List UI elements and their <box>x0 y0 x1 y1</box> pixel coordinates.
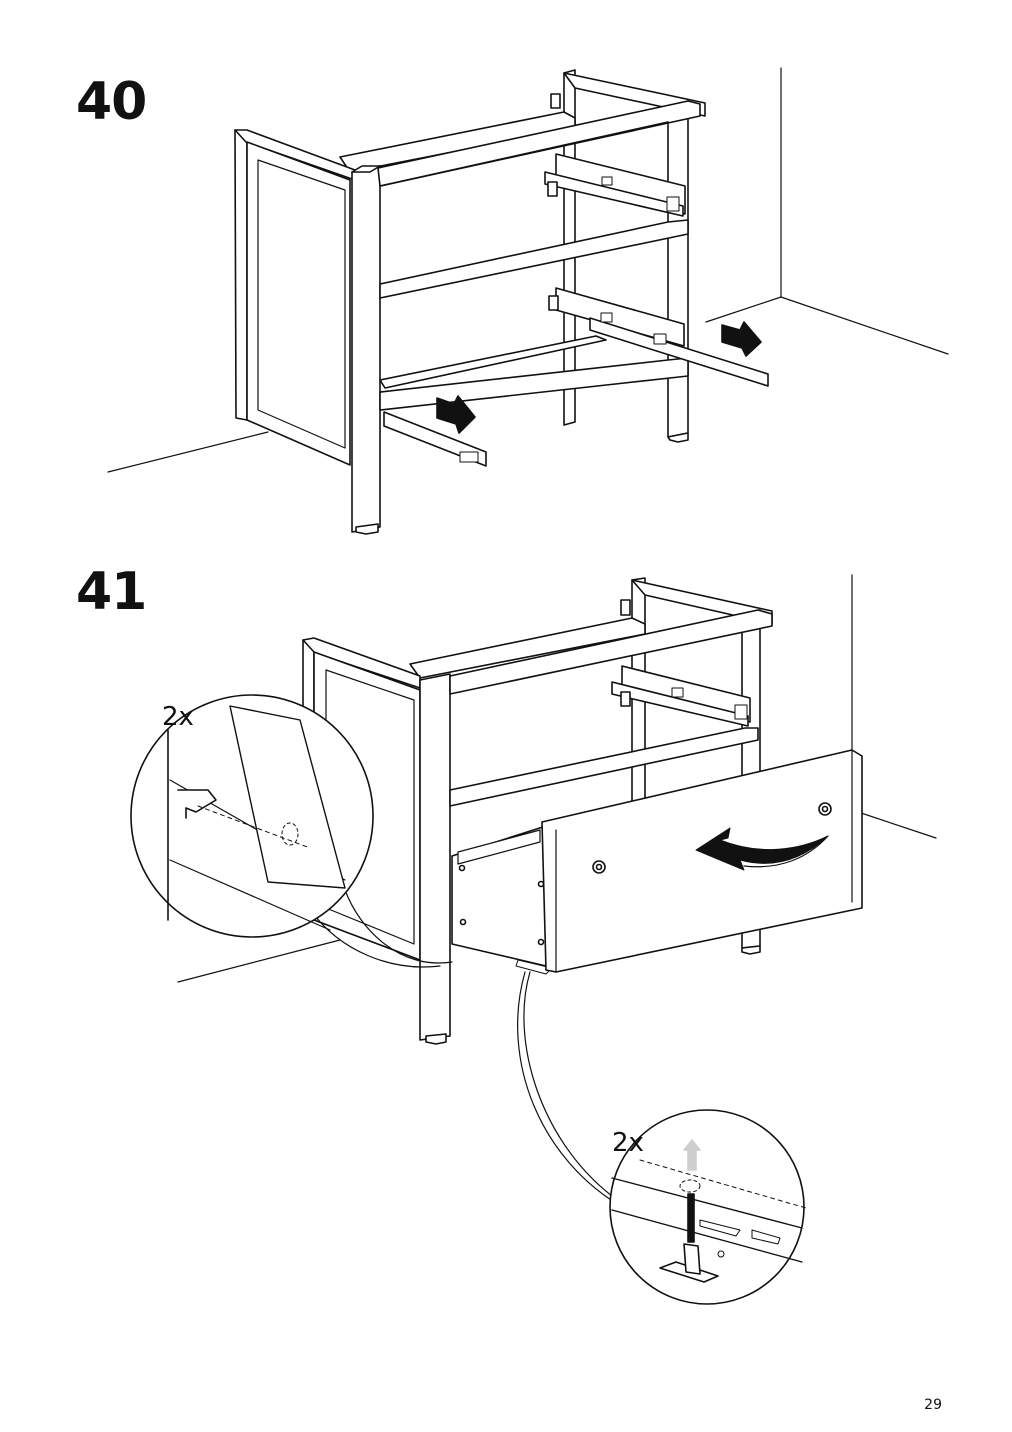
push-arrow-icon <box>695 827 829 871</box>
detail-quantity-bottom: 2x <box>612 1128 644 1158</box>
detail-quantity-left: 2x <box>162 702 194 732</box>
step-40-illustration <box>107 67 949 535</box>
detail-bottom-content <box>611 1139 807 1283</box>
step-41-illustration <box>130 574 937 1305</box>
step-number-40: 40 <box>76 72 147 132</box>
pull-arrow-icon <box>436 395 476 434</box>
page-number: 29 <box>924 1397 942 1413</box>
pull-arrow-icon <box>721 321 762 357</box>
detail-left-content <box>167 705 346 931</box>
lift-arrow-icon <box>683 1139 701 1171</box>
step-number-41: 41 <box>76 562 147 622</box>
